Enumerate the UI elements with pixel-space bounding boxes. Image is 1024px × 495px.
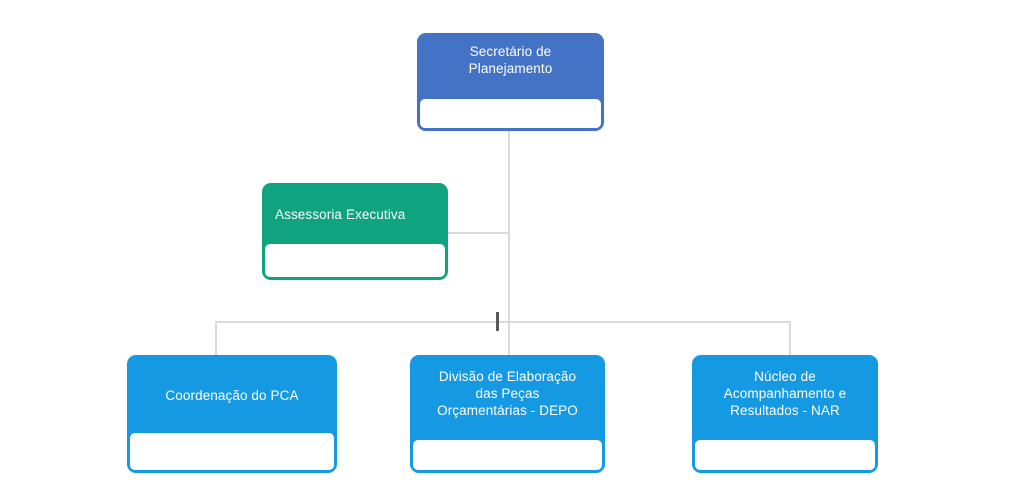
node-coordenacao-label: Coordenação do PCA [165, 387, 299, 403]
node-secretario-label: Secretário de Planejamento [468, 44, 553, 76]
connector-drop-right [789, 321, 791, 356]
node-secretario-body[interactable] [420, 99, 601, 128]
node-assessoria-body[interactable] [265, 244, 445, 277]
connector-root-spine [508, 130, 510, 323]
node-assessoria-label: Assessoria Executiva [275, 207, 406, 222]
node-nar-body[interactable] [695, 440, 875, 470]
node-assessoria-executiva[interactable]: Assessoria Executiva [262, 183, 448, 280]
node-secretario-de-planejamento[interactable]: Secretário de Planejamento [417, 33, 604, 131]
node-depo-body[interactable] [413, 440, 602, 470]
connector-drop-left [215, 321, 217, 356]
node-depo-label: Divisão de Elaboração das Peças Orçament… [437, 369, 578, 418]
connector-distribution-bar [215, 321, 791, 323]
text-cursor-caret [496, 312, 499, 331]
node-divisao-elaboracao-depo[interactable]: Divisão de Elaboração das Peças Orçament… [410, 355, 605, 473]
connector-drop-middle [508, 321, 510, 356]
connector-assistant-stub [447, 232, 509, 234]
node-coordenacao-body[interactable] [130, 433, 334, 470]
node-nar-label: Núcleo de Acompanhamento e Resultados - … [723, 369, 847, 418]
node-nucleo-acompanhamento-nar[interactable]: Núcleo de Acompanhamento e Resultados - … [692, 355, 878, 473]
node-coordenacao-do-pca[interactable]: Coordenação do PCA [127, 355, 337, 473]
